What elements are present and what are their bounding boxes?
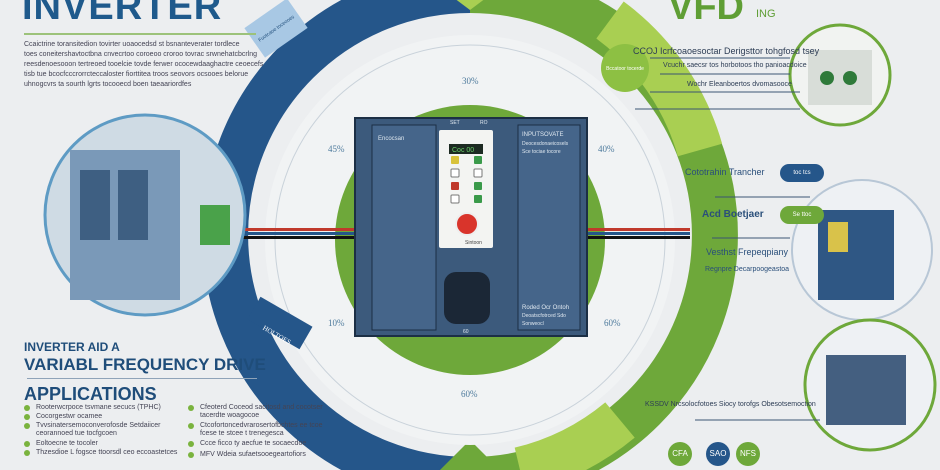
fan-grille	[444, 272, 490, 324]
intro-line: uhnogcvrs ta sourth lgrts tocooecd boen …	[24, 81, 192, 88]
intro-line: reesdenoesooon tertreoed tooelcie tovde …	[24, 61, 264, 68]
right-header: INPUTSOVATE	[522, 132, 563, 138]
keypad-button[interactable]	[451, 156, 459, 164]
connector-lines	[635, 57, 820, 421]
application-item: MFV Wdeia sufaetsooegeartofiors	[188, 451, 330, 459]
info-pill: toc tcs	[780, 164, 824, 182]
info-pill: Se ttoc	[780, 206, 824, 224]
right-line: Sce tociae tocore	[522, 149, 561, 155]
subtitle-line-2: VARIABL FREQUENCY DRIVE	[24, 355, 266, 374]
right-label: Vcuchr saecsr tos horbotoos tho panioacd…	[663, 62, 807, 69]
badge-icon: NFS	[736, 442, 760, 466]
light-green-segment	[595, 1, 723, 157]
model-label: Sintoon	[465, 240, 482, 246]
bottom-arrow-icon	[440, 440, 500, 470]
keypad-button[interactable]	[450, 168, 460, 178]
display-screen	[449, 144, 483, 154]
keypad-button[interactable]	[450, 194, 460, 204]
application-item: Thzesdioe L fogsce ttoorsdl ceo eccoaste…	[24, 449, 186, 457]
bottom-right-title: Roded Ocr Ontoh	[522, 305, 569, 311]
green-callout	[601, 44, 649, 92]
percent-label: 30%	[462, 76, 479, 86]
vfd-device	[354, 117, 588, 337]
percent-label: 45%	[328, 144, 345, 154]
intro-line: tisb tue bcocfcccrorrcteccaloster fiortt…	[24, 71, 249, 78]
applications-heading: APPLICATIONS	[24, 384, 157, 404]
right-label: Wochr Eleanboertos dvomasooce	[687, 81, 792, 88]
green-callout-note: Bccatoor tocerde	[606, 66, 644, 72]
divider	[24, 33, 256, 35]
device-text: Encocsan Coc 00 SET RO INPUTSOVATE Deoce…	[378, 120, 569, 335]
percent-label: 40%	[598, 144, 615, 154]
right-label: Vesthst Frepeqpiany	[706, 247, 789, 257]
application-item: Cfeoterd Coceod sacitosd and cocotser ta…	[188, 404, 330, 420]
inverter-photo	[43, 113, 247, 317]
badge-icon: SAO	[706, 442, 730, 466]
application-item: Cocorgestwr ocamee	[24, 413, 186, 421]
badge-icon: CFA	[668, 442, 692, 466]
title-vfd: VFD	[668, 0, 744, 28]
top-arrow-icon	[456, 0, 484, 10]
application-item: Eoltoecne te tocoler	[24, 440, 186, 448]
right-label: Regnpre Decarpoogeastoa	[705, 266, 790, 273]
fan-label: 60	[463, 329, 469, 335]
run-dial[interactable]	[455, 212, 479, 236]
right-label: Cototrahin Trancher	[685, 167, 765, 177]
keypad-button[interactable]	[473, 168, 483, 178]
right-photos	[788, 23, 937, 452]
blue-callout	[244, 0, 308, 58]
keypad-button[interactable]	[474, 156, 482, 164]
application-item: Ctcofortoncedvrarosertofbchtes ee tcoe f…	[188, 422, 330, 438]
blue-arrow-tab	[247, 296, 313, 350]
right-label: KSSDV Nrcsolocfotoes Siocy torofgs Obeso…	[645, 401, 816, 408]
divider	[27, 378, 257, 379]
right-label: CCOJ Icrfcoaoesoctar Derigsttor tohgfosd…	[633, 46, 820, 56]
keypad-button[interactable]	[474, 195, 482, 203]
keypad-button[interactable]	[474, 182, 482, 190]
display-readout: Coc 00	[452, 147, 474, 154]
percent-label: 60%	[604, 318, 621, 328]
percent-label: 10%	[328, 318, 345, 328]
percent-label: 60%	[461, 389, 478, 399]
subtitle-line-1: INVERTER AID A	[24, 340, 120, 354]
intro-text: Ccaictrine toransitedion tovirter uoaoce…	[24, 40, 286, 90]
application-item: Rooterwcrpoce tsvmane secucs (TPHC)	[24, 404, 186, 412]
bottom-right-line: Sonweocl	[522, 321, 544, 327]
application-item: Ccce ficco ty aecfue te socaecdoe	[188, 440, 330, 448]
top-label: SET	[450, 120, 460, 126]
bottom-right-line: Deoatscfotrced Sdo	[522, 313, 566, 319]
title-vfd-sub: ING	[756, 8, 776, 20]
light-green-segment-bottom	[514, 402, 635, 470]
thin-ring	[274, 44, 666, 436]
application-item: Tvvsinatersemoconverofosde Setdaiicer ce…	[24, 422, 186, 438]
top-label: RO	[480, 120, 488, 126]
keypad-button[interactable]	[451, 182, 459, 190]
power-wires	[240, 228, 690, 239]
brand-label: Encocsan	[378, 136, 404, 142]
title-inverter: INVERTER	[22, 0, 223, 28]
intro-line: toes coneitershavtoctbna cnvecrtoo coroe…	[24, 51, 258, 58]
intro-line: Ccaictrine toransitedion tovirter uoaoce…	[24, 41, 240, 48]
right-line: Deocesdonaeicosels	[522, 141, 569, 147]
right-label: Acd Boetjaer	[702, 209, 764, 220]
